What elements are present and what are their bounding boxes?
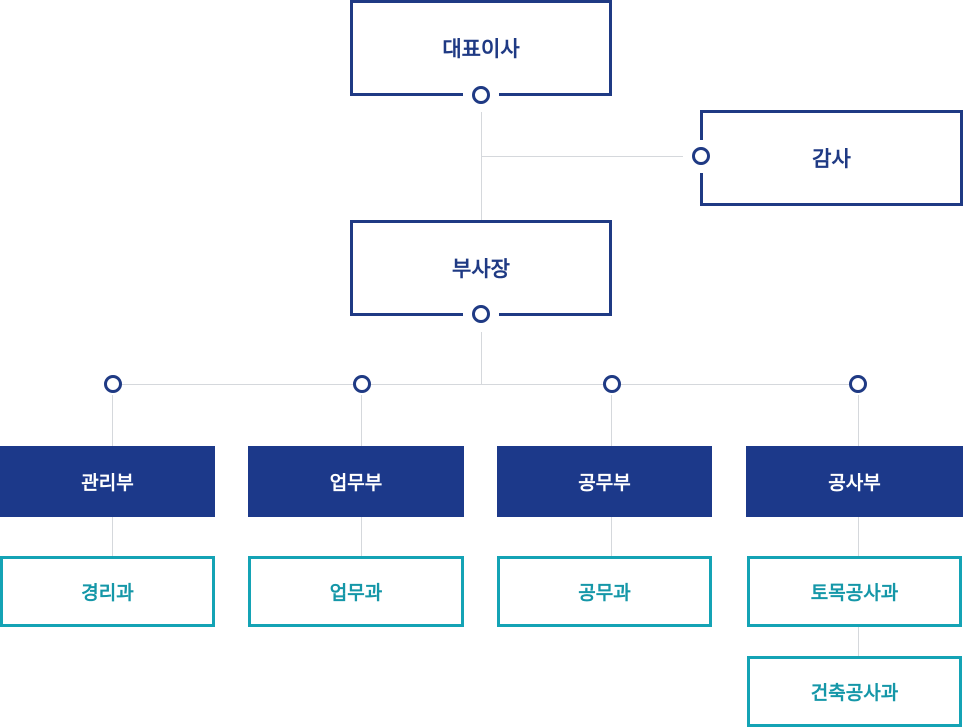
dept-box-admin: 관리부 <box>0 446 215 517</box>
auditor-node <box>692 147 710 165</box>
connector-dept-bus <box>112 384 858 385</box>
vp-node <box>472 305 490 323</box>
ceo-box: 대표이사 <box>350 0 612 96</box>
dept-node-1 <box>104 375 122 393</box>
vice-president-label: 부사장 <box>452 257 510 281</box>
ceo-node <box>472 86 490 104</box>
team-label: 건축공사과 <box>810 682 899 704</box>
connector-vp-down <box>481 332 482 384</box>
dept-label: 공사부 <box>828 472 881 494</box>
connector-ceo-vp <box>481 112 482 222</box>
connector-dept-1 <box>112 395 113 447</box>
dept-label: 업무부 <box>329 472 383 494</box>
auditor-label: 감사 <box>812 147 851 171</box>
connector-team-4 <box>858 516 859 557</box>
team-label: 공무과 <box>578 582 631 604</box>
connector-dept-3 <box>611 395 612 447</box>
connector-team-1 <box>112 516 113 557</box>
connector-team-3 <box>611 516 612 557</box>
dept-box-engineering: 공무부 <box>497 446 712 517</box>
team-box-engineering: 공무과 <box>497 556 712 627</box>
dept-node-2 <box>353 375 371 393</box>
dept-box-business: 업무부 <box>248 446 464 517</box>
team-box-civil-works: 토목공사과 <box>747 556 962 627</box>
dept-node-3 <box>603 375 621 393</box>
team-label: 업무과 <box>329 582 383 604</box>
team-label: 경리과 <box>81 582 134 604</box>
vice-president-box: 부사장 <box>350 220 612 316</box>
auditor-box: 감사 <box>700 110 963 206</box>
connector-team-2 <box>361 516 362 557</box>
connector-dept-2 <box>361 395 362 447</box>
connector-auditor <box>481 156 683 157</box>
team-box-business: 업무과 <box>248 556 464 627</box>
ceo-label: 대표이사 <box>442 37 520 61</box>
connector-dept-4 <box>858 395 859 447</box>
team-box-architecture: 건축공사과 <box>747 656 962 727</box>
dept-label: 관리부 <box>81 472 134 494</box>
connector-team-5 <box>858 625 859 658</box>
team-label: 토목공사과 <box>810 582 899 604</box>
dept-node-4 <box>849 375 867 393</box>
dept-box-construction: 공사부 <box>746 446 963 517</box>
team-box-accounting: 경리과 <box>0 556 215 627</box>
dept-label: 공무부 <box>578 472 631 494</box>
